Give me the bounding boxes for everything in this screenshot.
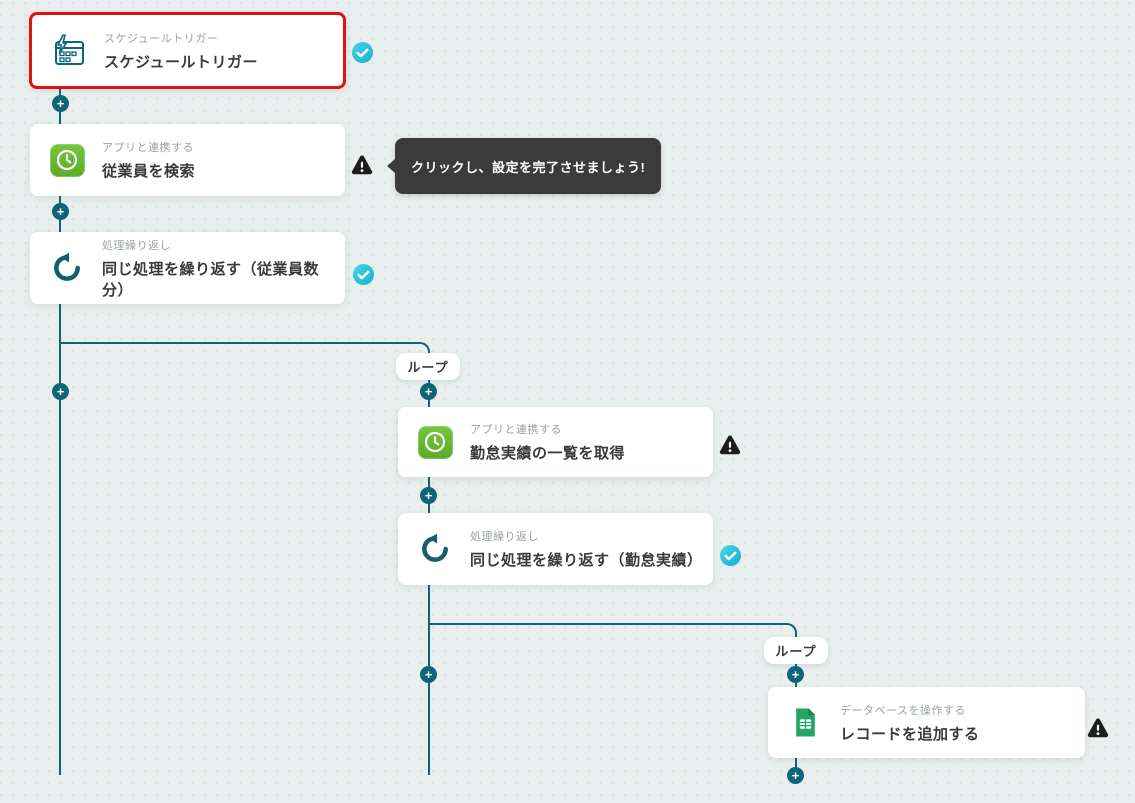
add-step-button[interactable] — [420, 666, 437, 683]
tooltip-text: クリックし、設定を完了させましょう! — [411, 159, 646, 175]
clock-app-icon — [48, 143, 86, 177]
node-title: スケジュールトリガー — [104, 53, 258, 71]
node-title: 同じ処理を繰り返す（従業員数分） — [102, 260, 320, 299]
loop-branch-line-2 — [428, 623, 797, 687]
warning-icon — [350, 153, 374, 182]
node-category: 処理繰り返し — [102, 239, 171, 252]
node-title: 同じ処理を繰り返す（勤怠実績） — [470, 552, 703, 569]
warning-icon — [1086, 716, 1110, 745]
node-category: データベースを操作する — [840, 704, 966, 717]
loop-icon — [48, 252, 86, 284]
add-step-button[interactable] — [420, 487, 437, 504]
node-title: 従業員を検索 — [102, 163, 196, 180]
loop-icon — [416, 533, 454, 565]
node-title: レコードを追加する — [840, 725, 980, 743]
warning-icon — [718, 433, 742, 462]
node-schedule-trigger[interactable]: スケジュールトリガー スケジュールトリガー — [29, 12, 346, 89]
add-step-button[interactable] — [52, 383, 69, 400]
loop-badge: ループ — [764, 637, 828, 664]
node-category: アプリと連携する — [470, 424, 562, 436]
sheets-icon — [786, 707, 824, 738]
check-circle-icon — [719, 544, 742, 572]
check-circle-icon — [351, 41, 374, 69]
node-title: 勤怠実績の一覧を取得 — [470, 445, 626, 462]
node-category: スケジュールトリガー — [104, 32, 219, 45]
node-add-record[interactable]: データベースを操作する レコードを追加する — [768, 687, 1085, 758]
loop-badge: ループ — [396, 353, 460, 380]
node-category: 処理繰り返し — [470, 531, 539, 543]
add-step-button[interactable] — [420, 383, 437, 400]
add-step-button[interactable] — [787, 666, 804, 683]
setup-tooltip: クリックし、設定を完了させましょう! — [386, 138, 662, 194]
node-repeat-employees[interactable]: 処理繰り返し 同じ処理を繰り返す（従業員数分） — [30, 232, 345, 304]
calendar-lightning-icon — [50, 33, 88, 68]
node-repeat-attendance[interactable]: 処理繰り返し 同じ処理を繰り返す（勤怠実績） — [398, 513, 713, 585]
add-step-button[interactable] — [52, 203, 69, 220]
loop-badge-label: ループ — [775, 644, 817, 659]
add-step-button[interactable] — [787, 767, 804, 784]
connector-line — [59, 304, 61, 775]
node-search-employees[interactable]: アプリと連携する 従業員を検索 — [30, 124, 345, 196]
loop-badge-label: ループ — [407, 360, 449, 375]
clock-app-icon — [416, 425, 454, 459]
loop-branch-line-1 — [59, 342, 430, 775]
add-step-button[interactable] — [52, 95, 69, 112]
check-circle-icon — [352, 263, 375, 291]
node-category: アプリと連携する — [102, 142, 194, 154]
node-get-attendance-list[interactable]: アプリと連携する 勤怠実績の一覧を取得 — [398, 407, 713, 477]
